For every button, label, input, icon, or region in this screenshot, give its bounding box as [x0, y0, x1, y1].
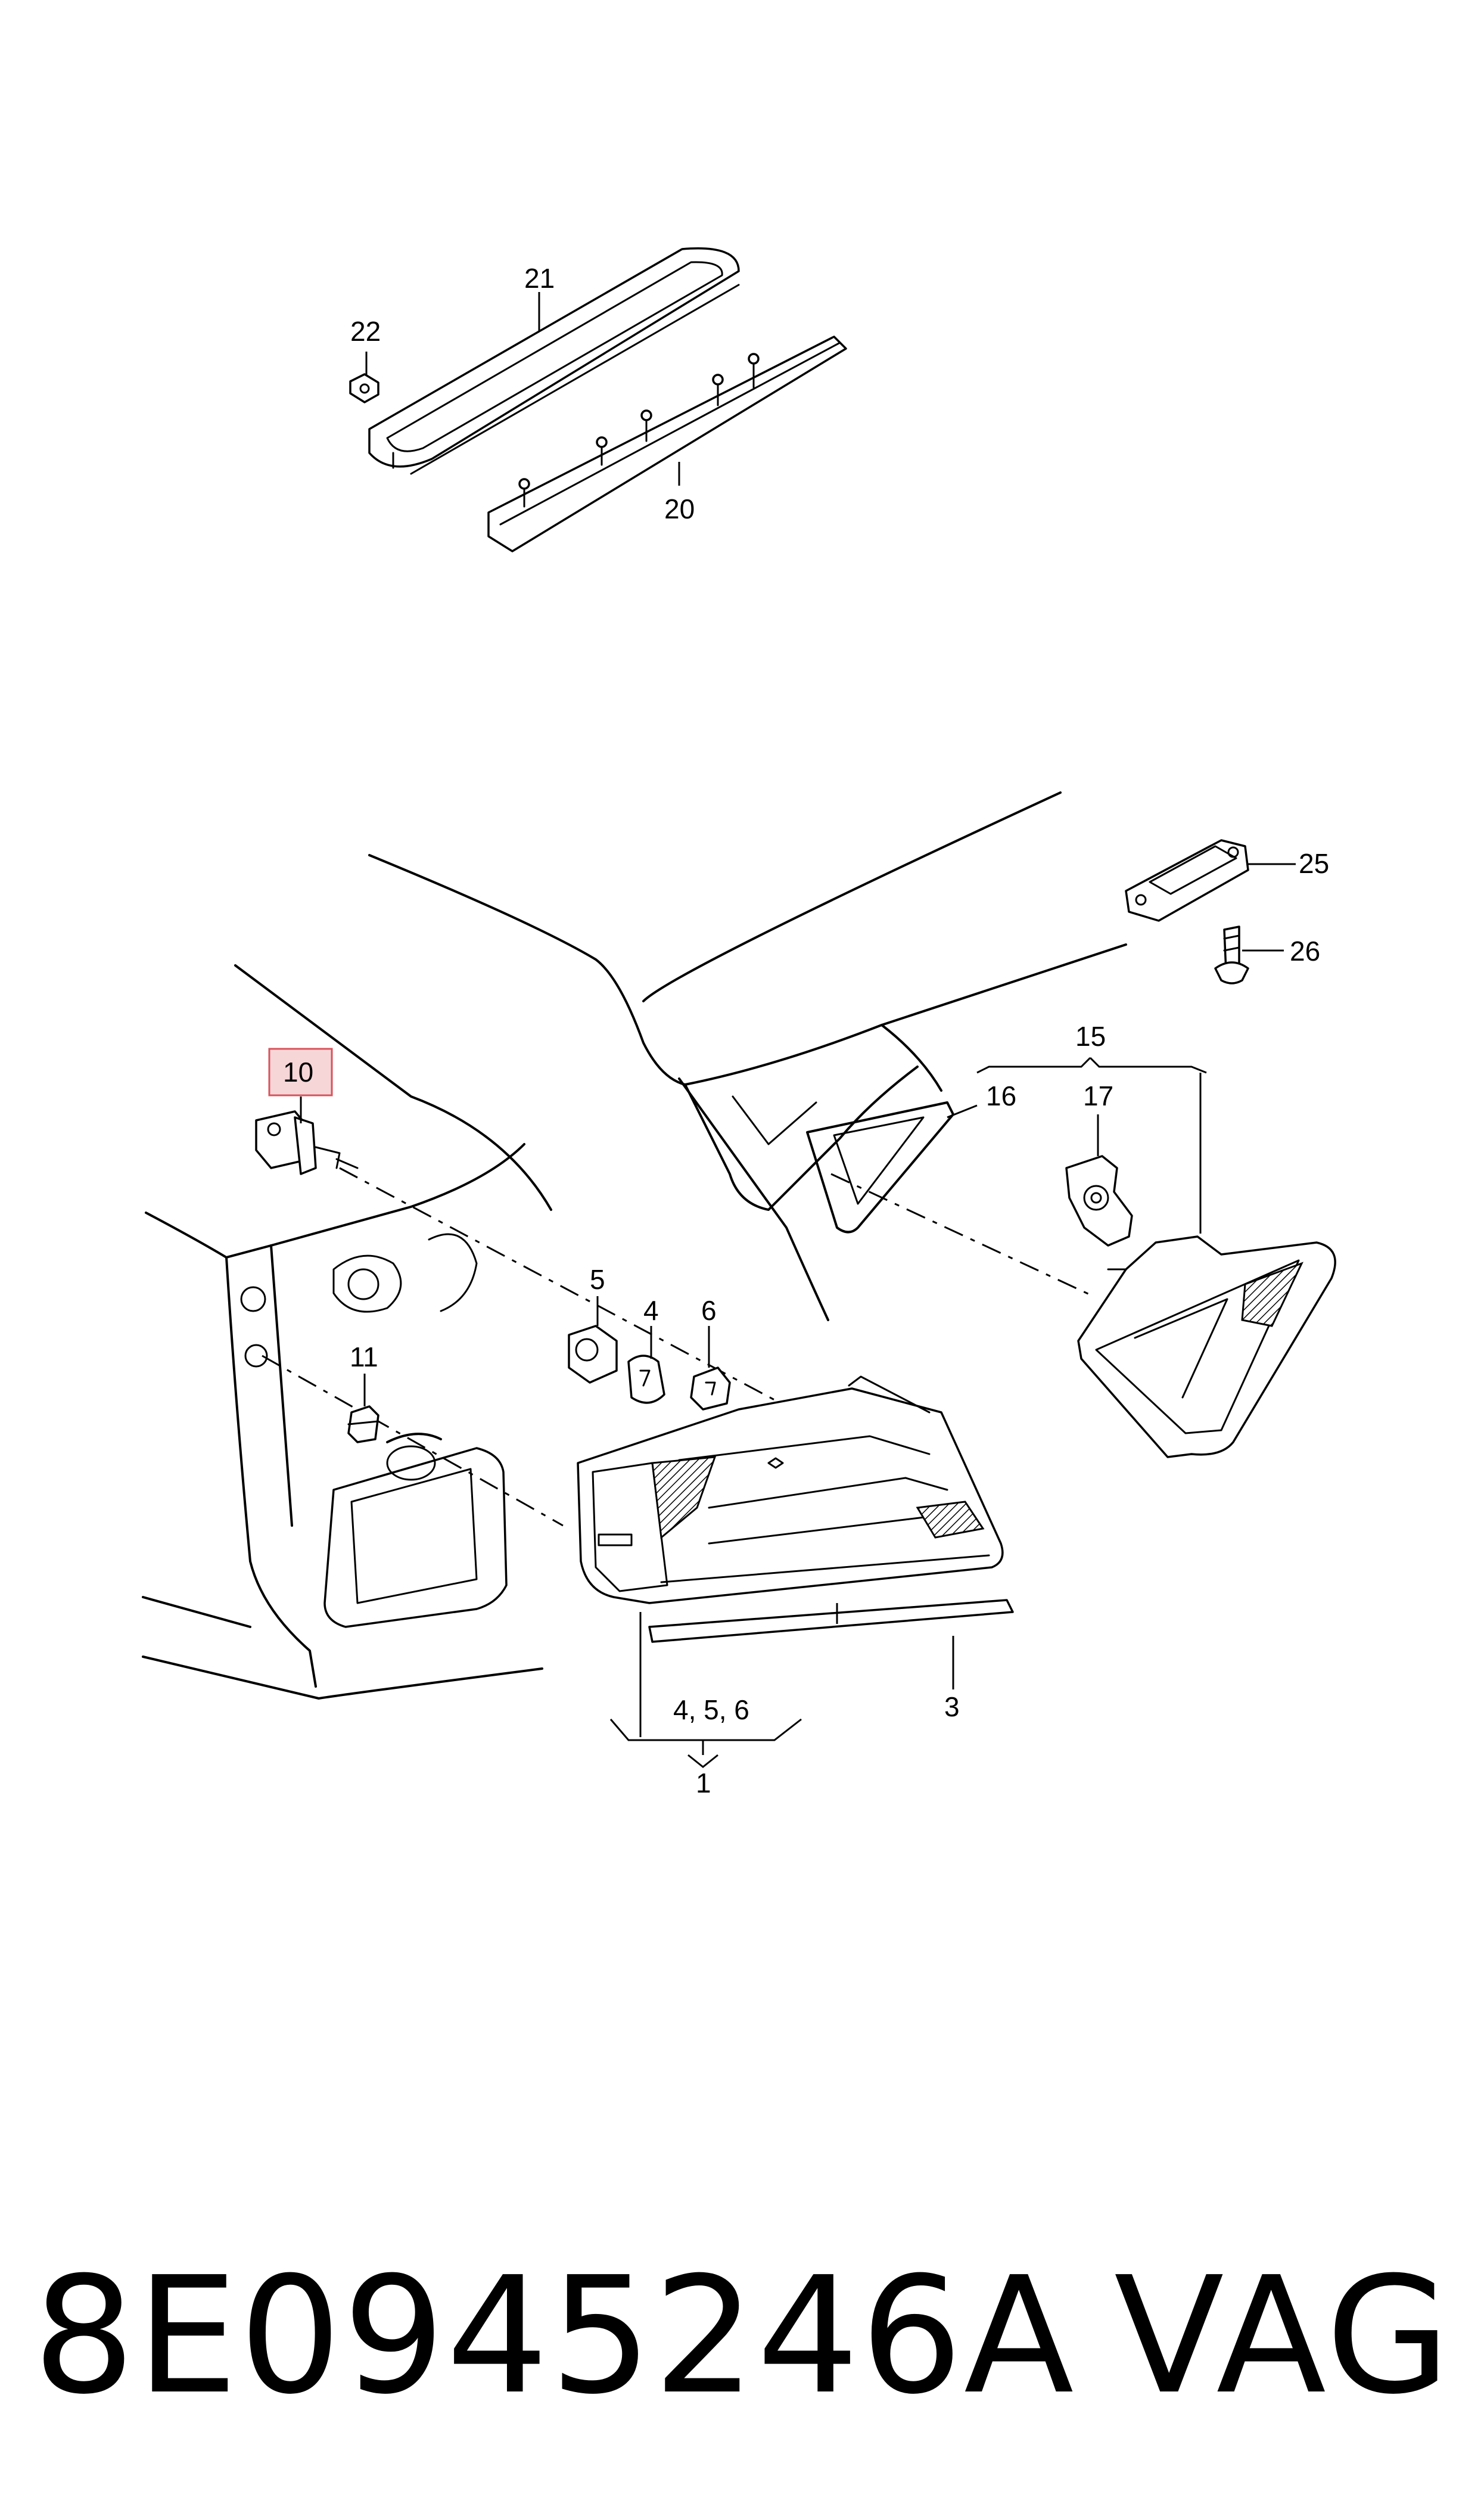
license-light-part-25: [1125, 839, 1249, 922]
bulb-part-4: [627, 1355, 665, 1404]
callout-10: 10: [283, 1057, 313, 1088]
callout-26: 26: [1290, 936, 1320, 967]
callout-4: 4: [643, 1295, 659, 1326]
part-number: 8E0945246A: [33, 2242, 1075, 2430]
callout-labels: 21 22 20 25 26 15 16 17 10 5 4 6 11 3 4,…: [283, 263, 1329, 1799]
callout-6: 6: [701, 1295, 717, 1326]
bulb-socket-part-5: [568, 1325, 618, 1384]
callout-25: 25: [1299, 848, 1329, 879]
callout-15: 15: [1075, 1021, 1106, 1052]
callout-20: 20: [664, 493, 695, 524]
trim-strip-part-3: [648, 1599, 1014, 1643]
callout-11: 11: [350, 1341, 378, 1372]
callout-1: 1: [696, 1768, 711, 1799]
connector-part-10: [255, 1110, 359, 1175]
screw-part-26: [1214, 925, 1249, 984]
nut-part-22: [349, 373, 379, 403]
callout-4-5-6: 4, 5, 6: [673, 1694, 749, 1725]
callout-5: 5: [590, 1264, 605, 1295]
callout-16: 16: [986, 1080, 1016, 1111]
brand-label: VAG: [1114, 2242, 1453, 2430]
callout-22: 22: [350, 316, 381, 347]
third-brake-light-group: [349, 247, 847, 552]
brake-light-housing-part-21: [368, 247, 740, 475]
inner-tail-light-part-15: [1077, 1235, 1336, 1458]
grommet-part-11: [347, 1405, 379, 1443]
tail-light-part-1: [577, 1375, 1004, 1604]
callout-17: 17: [1083, 1080, 1113, 1111]
callout-21: 21: [524, 263, 555, 294]
clip-part-6: [690, 1366, 731, 1411]
callout-3: 3: [944, 1691, 960, 1722]
bulb-holder-part-17: [1065, 1155, 1133, 1247]
brake-light-carrier-part-20: [487, 336, 847, 552]
callout-10-highlight: [268, 1048, 333, 1097]
car-body-outline: [142, 791, 1127, 1700]
